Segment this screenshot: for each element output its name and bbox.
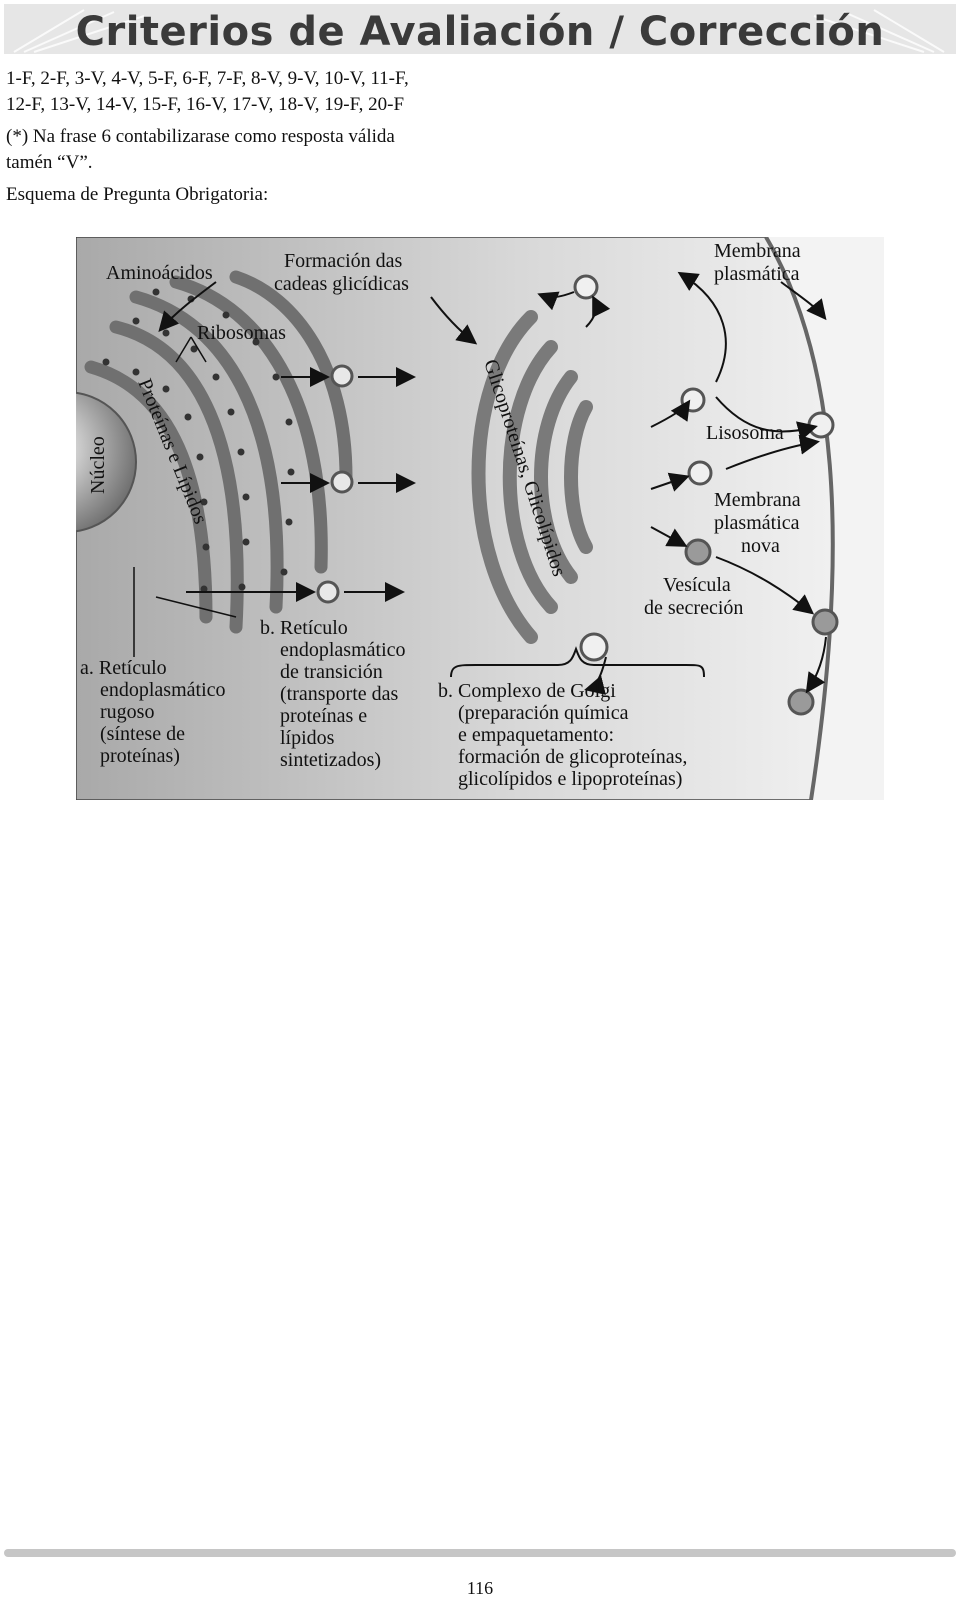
footer-divider bbox=[4, 1549, 956, 1557]
process-arrows bbox=[158, 271, 827, 695]
label-vesicula-2: de secreción bbox=[644, 597, 743, 619]
label-ter-2: endoplasmático bbox=[280, 639, 406, 661]
label-rer-3: rugoso bbox=[100, 701, 154, 723]
label-rer-5: proteínas) bbox=[100, 745, 180, 767]
label-formacion-1: Formación das bbox=[284, 250, 403, 272]
label-membrana-nova-2: plasmática bbox=[714, 512, 800, 534]
golgi-brace bbox=[450, 646, 705, 678]
label-golgi-3: e empaquetamento: bbox=[458, 724, 614, 746]
header-ray-decoration bbox=[13, 9, 945, 53]
label-ribosomas: Ribosomas bbox=[197, 322, 286, 344]
label-golgi-5: glicolípidos e lipoproteínas) bbox=[458, 768, 682, 790]
golgi-apparatus bbox=[471, 310, 593, 644]
label-ter-3: de transición bbox=[280, 661, 383, 683]
label-nucleo: Núcleo bbox=[87, 436, 109, 494]
label-membrana-1: Membrana bbox=[714, 240, 801, 262]
label-golgi-1: b. Complexo de Golgi bbox=[438, 680, 616, 702]
page-title: Criterios de Avaliación / Corrección bbox=[75, 9, 885, 55]
label-membrana-2: plasmática bbox=[714, 263, 800, 285]
label-membrana-nova-3: nova bbox=[741, 535, 780, 557]
label-formacion-2: cadeas glicídicas bbox=[274, 273, 409, 295]
label-ter-4: (transporte das bbox=[280, 683, 399, 705]
transition-vesicles bbox=[316, 364, 354, 604]
label-ter-5: proteínas e bbox=[280, 705, 367, 727]
answer-key-line-1: 1-F, 2-F, 3-V, 4-V, 5-F, 6-F, 7-F, 8-V, … bbox=[6, 68, 409, 89]
ribosome-dots bbox=[102, 288, 295, 593]
pointer-lines bbox=[133, 336, 237, 657]
page-number: 116 bbox=[466, 1578, 494, 1598]
label-aminoacidos: Aminoácidos bbox=[106, 262, 213, 284]
label-ter-1: b. Retículo bbox=[260, 617, 348, 639]
schema-label: Esquema de Pregunta Obrigatoria: bbox=[6, 184, 269, 205]
page-header: Criterios de Avaliación / Corrección bbox=[4, 4, 956, 55]
rough-endoplasmic-reticulum bbox=[84, 270, 353, 634]
label-rer-1: a. Retículo bbox=[80, 657, 167, 679]
label-ter-6: lípidos bbox=[280, 727, 335, 749]
cell-secretion-diagram: Aminoácidos Formación das cadeas glicídi… bbox=[0, 235, 885, 801]
label-rer-2: endoplasmático bbox=[100, 679, 226, 701]
label-vesicula-1: Vesícula bbox=[663, 574, 731, 596]
secretory-vesicles bbox=[573, 274, 839, 716]
answer-key: 1-F, 2-F, 3-V, 4-V, 5-F, 6-F, 7-F, 8-V, … bbox=[6, 66, 476, 118]
answer-note: (*) Na frase 6 contabilizarase como resp… bbox=[6, 124, 476, 176]
label-golgi-4: formación de glicoproteínas, bbox=[458, 746, 687, 768]
label-ter-7: sintetizados) bbox=[280, 749, 381, 771]
answer-note-line-2: tamén “V”. bbox=[6, 152, 93, 173]
label-golgi-2: (preparación química bbox=[458, 702, 629, 724]
label-rer-4: (síntese de bbox=[100, 723, 185, 745]
answer-note-line-1: (*) Na frase 6 contabilizarase como resp… bbox=[6, 126, 395, 147]
label-lisosoma: Lisosoma bbox=[706, 422, 784, 444]
extracellular-area bbox=[766, 237, 884, 800]
answer-key-line-2: 12-F, 13-V, 14-V, 15-F, 16-V, 17-V, 18-V… bbox=[6, 94, 405, 115]
label-membrana-nova-1: Membrana bbox=[714, 489, 801, 511]
diagram-svg: Aminoácidos Formación das cadeas glicídi… bbox=[0, 235, 885, 801]
